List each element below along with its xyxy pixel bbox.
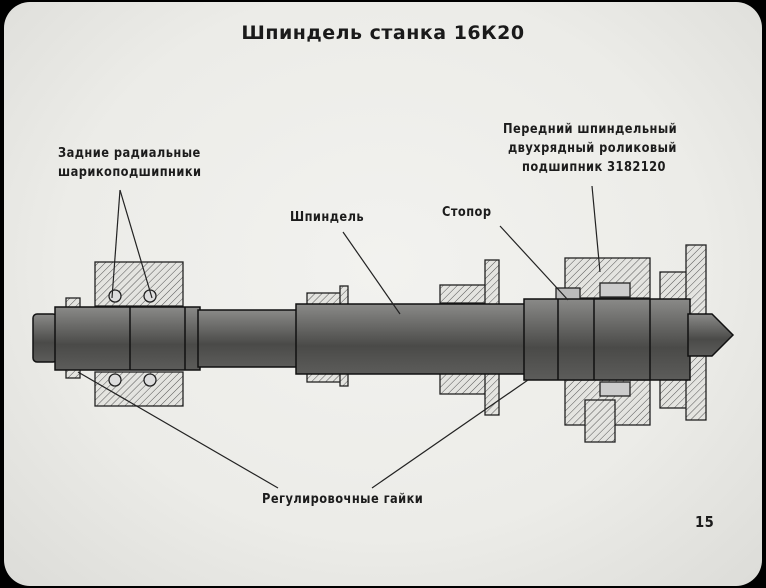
leader-lines — [77, 185, 601, 489]
front-housing — [555, 244, 707, 443]
label-rear-bearings-line1: Задние радиальные — [58, 146, 201, 161]
label-spindle: Шпиндель — [290, 210, 365, 225]
label-front-bearing-line2: двухрядный роликовый — [508, 141, 677, 156]
label-rear-bearings-line2: шарикоподшипники — [58, 165, 202, 180]
label-front-bearing-line3: подшипник 3182120 — [522, 160, 666, 175]
label-stopper: Стопор — [442, 205, 492, 220]
label-adjusting-nuts: Регулировочные гайки — [262, 492, 424, 507]
label-front-bearing-line1: Передний шпиндельный — [503, 122, 678, 137]
page-title: Шпиндель станка 16К20 — [241, 22, 525, 44]
spindle-shaft — [32, 298, 735, 381]
page-number: 15 — [695, 513, 715, 531]
